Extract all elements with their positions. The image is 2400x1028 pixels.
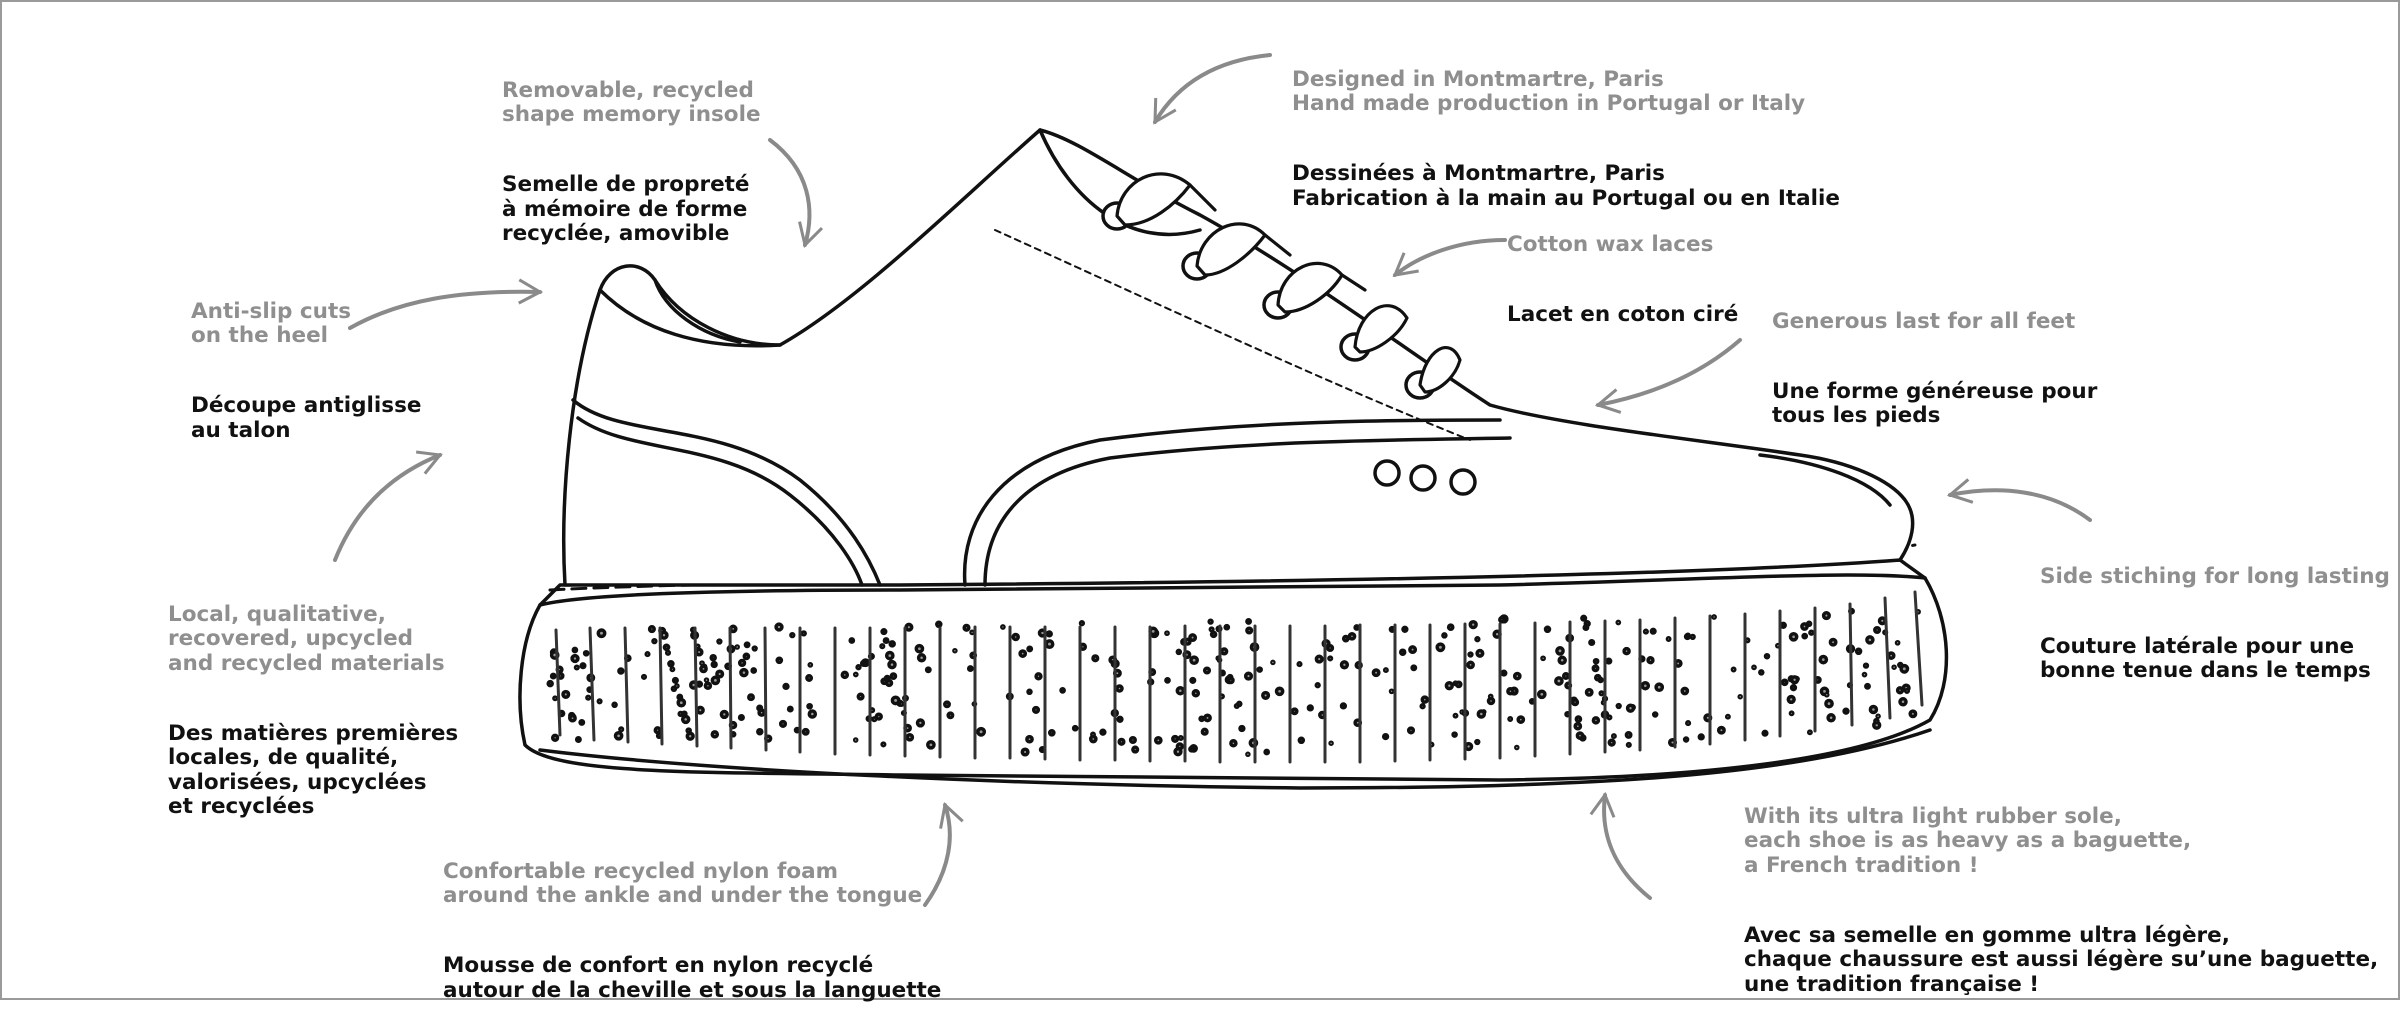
materials-caption-fr: Des matières premières locales, de quali…: [168, 720, 459, 819]
arrow-sole: [1589, 791, 1652, 900]
arrow-last: [1594, 338, 1742, 414]
annotation-foam: Confortable recycled nylon foam around t…: [443, 835, 941, 1028]
heel-counter: [571, 398, 882, 587]
annotation-arrows: [333, 53, 2092, 907]
annotation-sole: With its ultra light rubber sole, each s…: [1744, 780, 2378, 1022]
annotation-antislip: Anti-slip cuts on the heel Découpe antig…: [191, 275, 421, 468]
arrow-stitching: [1946, 478, 2092, 522]
sole-bottom: [538, 728, 1932, 790]
annotation-stitching: Side stiching for long lasting Couture l…: [2040, 540, 2390, 708]
annotation-design: Designed in Montmartre, Paris Hand made …: [1292, 43, 1840, 236]
arrow-foam: [923, 802, 964, 907]
heel-counter-inner: [576, 416, 864, 587]
stitching-caption-fr: Couture latérale pour une bonne tenue da…: [2040, 633, 2371, 683]
collar: [598, 288, 782, 348]
insole-caption-en: Removable, recycled shape memory insole: [502, 77, 761, 127]
toe-cap: [1758, 453, 1892, 507]
sneaker: [518, 128, 1949, 790]
annotation-insole: Removable, recycled shape memory insole …: [502, 54, 761, 271]
laces: [1115, 172, 1462, 394]
sole-caption-en: With its ultra light rubber sole, each s…: [1744, 803, 2192, 878]
annotation-last: Generous last for all feet Une forme gén…: [1772, 285, 2097, 453]
collar-inner: [653, 278, 742, 344]
insole-caption-fr: Semelle de propreté à mémoire de forme r…: [502, 172, 750, 246]
antislip-caption-en: Anti-slip cuts on the heel: [191, 298, 352, 348]
image-border: [0, 0, 2400, 1000]
last-caption-en: Generous last for all feet: [1772, 308, 2076, 334]
design-caption-fr: Dessinées à Montmartre, Paris Fabricatio…: [1292, 161, 1840, 211]
foam-caption-fr: Mousse de confort en nylon recyclé autou…: [443, 953, 942, 1003]
last-caption-fr: Une forme généreuse pour tous les pieds: [1772, 378, 2098, 428]
sole-outline: [518, 558, 1949, 782]
vamp: [962, 418, 1502, 587]
annotation-laces: Cotton wax laces Lacet en coton ciré: [1507, 208, 1738, 352]
design-caption-en: Designed in Montmartre, Paris Hand made …: [1292, 66, 1806, 116]
arrow-insole: [768, 138, 824, 249]
tongue-dashed: [994, 229, 1471, 441]
annotation-materials: Local, qualitative, recovered, upcycled …: [168, 578, 458, 844]
sole-caption-fr: Avec sa semelle en gomme ultra légère, c…: [1744, 922, 2379, 997]
laces-caption-fr: Lacet en coton ciré: [1507, 301, 1739, 327]
arrow-laces: [1392, 238, 1507, 277]
arrow-design: [1153, 53, 1272, 125]
arrow-materials: [333, 450, 443, 562]
foam-caption-en: Confortable recycled nylon foam around t…: [443, 858, 923, 908]
sneaker-illustration: [333, 53, 2092, 907]
vamp-inner: [983, 436, 1512, 587]
stitching-caption-en: Side stiching for long lasting: [2040, 563, 2390, 589]
materials-caption-en: Local, qualitative, recovered, upcycled …: [168, 601, 445, 676]
sole-grips: [554, 590, 1924, 764]
sole-band: [538, 573, 1927, 607]
arrow-antislip: [348, 278, 544, 330]
laces-caption-en: Cotton wax laces: [1507, 231, 1714, 257]
antislip-caption-fr: Découpe antiglisse au talon: [191, 393, 422, 443]
